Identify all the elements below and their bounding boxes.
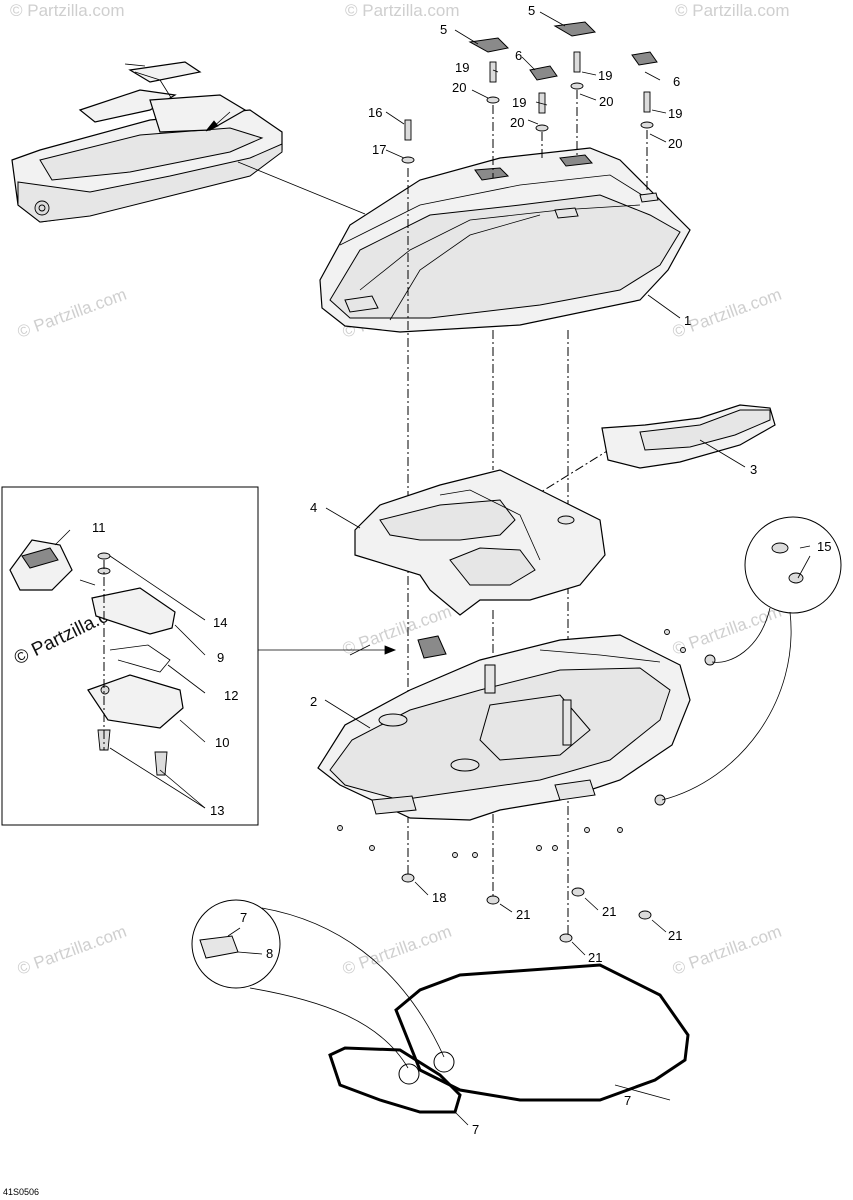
watercraft-overview bbox=[11, 61, 283, 223]
callout-17: 17 bbox=[372, 142, 386, 157]
callout-20: 20 bbox=[510, 115, 524, 130]
callout-10: 10 bbox=[215, 735, 229, 750]
part-2-liner bbox=[317, 634, 691, 821]
watermark: © Partzilla.com bbox=[15, 922, 129, 979]
callout-11: 11 bbox=[92, 520, 106, 535]
callout-3: 3 bbox=[750, 462, 757, 477]
watermark: © Partzilla.com bbox=[345, 1, 460, 20]
hardware-bottom bbox=[337, 629, 716, 943]
callout-21: 21 bbox=[516, 907, 530, 922]
callout-7: 7 bbox=[624, 1093, 631, 1108]
callout-13: 13 bbox=[210, 803, 224, 818]
callout-8: 8 bbox=[266, 946, 273, 961]
part-4 bbox=[354, 469, 606, 616]
leader-lines bbox=[54, 11, 811, 1126]
callout-20: 20 bbox=[452, 80, 466, 95]
callout-15: 15 bbox=[817, 539, 831, 554]
callout-20: 20 bbox=[599, 94, 613, 109]
callout-2: 2 bbox=[310, 694, 317, 709]
part-1-top-cover bbox=[319, 147, 691, 333]
callout-12: 12 bbox=[224, 688, 238, 703]
watermark: © Partzilla.com bbox=[10, 1, 125, 20]
callout-19: 19 bbox=[512, 95, 526, 110]
callout-14: 14 bbox=[213, 615, 227, 630]
callout-21: 21 bbox=[588, 950, 602, 965]
watermark: © Partzilla.com bbox=[670, 602, 784, 659]
zoom-circle-15 bbox=[661, 516, 842, 801]
callout-21: 21 bbox=[602, 904, 616, 919]
callout-19: 19 bbox=[455, 60, 469, 75]
part-3 bbox=[601, 404, 776, 469]
callout-4: 4 bbox=[310, 500, 317, 515]
callout-9: 9 bbox=[217, 650, 224, 665]
callout-19: 19 bbox=[598, 68, 612, 83]
watermark: © Partzilla.com bbox=[670, 922, 784, 979]
leader-line bbox=[237, 161, 366, 215]
callout-6: 6 bbox=[673, 74, 680, 89]
callout-20: 20 bbox=[668, 136, 682, 151]
callout-19: 19 bbox=[668, 106, 682, 121]
callout-6: 6 bbox=[515, 48, 522, 63]
zoom-circle-7-8 bbox=[191, 899, 445, 1069]
part-7-seals bbox=[328, 963, 690, 1114]
watermark: © Partzilla.com bbox=[675, 1, 790, 20]
callout-1: 1 bbox=[684, 313, 691, 328]
hardware-top bbox=[401, 21, 658, 164]
callout-21: 21 bbox=[668, 928, 682, 943]
callout-5: 5 bbox=[440, 22, 447, 37]
callout-7: 7 bbox=[240, 910, 247, 925]
callout-labels: 1 2 3 4 5 5 6 6 7 7 7 8 9 10 11 12 13 14… bbox=[92, 3, 831, 1137]
watermark: © Partzilla.com bbox=[15, 285, 129, 342]
callout-5: 5 bbox=[528, 3, 535, 18]
callout-7: 7 bbox=[472, 1122, 479, 1137]
diagram-code: 41S0506 bbox=[3, 1187, 39, 1197]
callout-18: 18 bbox=[432, 890, 446, 905]
watermark: © Partzilla.com bbox=[340, 922, 454, 979]
callout-16: 16 bbox=[368, 105, 382, 120]
